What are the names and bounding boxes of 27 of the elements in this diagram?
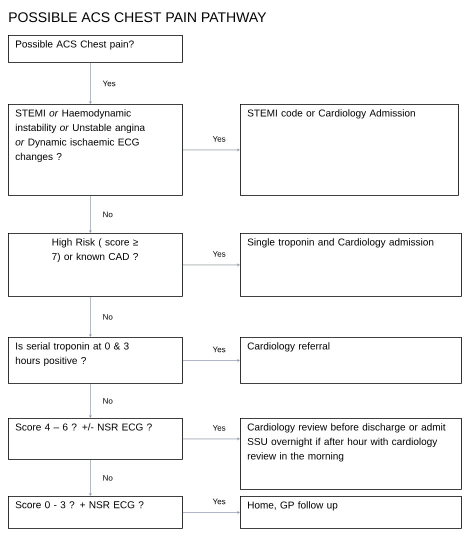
process-box: Cardiology referral	[240, 337, 462, 384]
edge-label: No	[102, 474, 114, 482]
arrow	[182, 510, 240, 514]
edge-label: Yes	[102, 80, 117, 88]
process-box: STEMI code or Cardiology Admission	[240, 104, 459, 196]
arrow	[182, 148, 240, 152]
process-box: Single troponin and Cardiology admission	[240, 233, 462, 297]
edge-label: Yes	[212, 135, 227, 143]
process-box: Possible ACS Chest pain?	[8, 35, 183, 63]
edge-label: Yes	[212, 424, 227, 432]
process-box: Home, GP follow up	[240, 496, 462, 529]
process-box: Cardiology review before discharge or admit SSU overnight if after hour with cardiology review in the morning	[240, 418, 462, 490]
process-box: Score 4 – 6 ? +/- NSR ECG ?	[8, 418, 183, 460]
process-box: STEMI or Haemodynamic instability or Unstable angina or Dynamic ischaemic ECG changes ?	[8, 104, 183, 196]
edge-label: No	[102, 210, 114, 218]
edge-label: Yes	[212, 250, 227, 258]
edge-label: No	[102, 397, 114, 405]
process-box: Is serial troponin at 0 & 3 hours positive ?	[8, 337, 183, 384]
process-box: High Risk ( score ≥ 7) or known CAD ?	[8, 233, 183, 297]
title: POSSIBLE ACS CHEST PAIN PATHWAY	[9, 12, 266, 22]
arrow	[182, 263, 240, 266]
process-box: Score 0 - 3 ? + NSR ECG ?	[8, 496, 183, 529]
edge-label: Yes	[212, 346, 227, 354]
arrow	[182, 358, 240, 362]
edge-label: No	[102, 313, 114, 321]
edge-label: Yes	[212, 498, 227, 506]
arrow	[182, 437, 240, 440]
